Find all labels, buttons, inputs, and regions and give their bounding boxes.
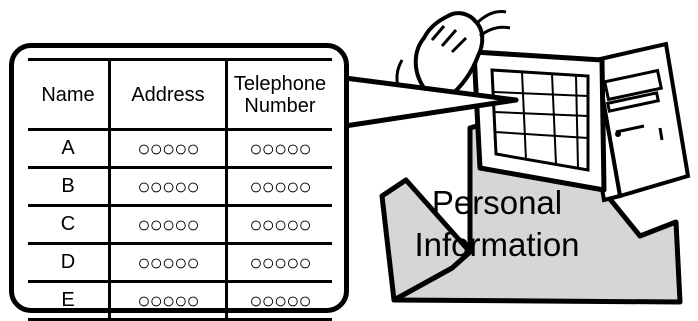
header-telephone: Telephone Number [227,60,333,130]
computer-monitor-icon [474,52,604,190]
arrow-label: Personal Information [402,182,592,266]
cell-name: D [28,244,110,282]
cell-address: ○○○○○ [110,168,227,206]
table-row: D ○○○○○ ○○○○○ [28,244,332,282]
cell-name: C [28,206,110,244]
table-row: E ○○○○○ ○○○○○ [28,282,332,320]
arrow-label-line1: Personal [402,182,592,224]
cell-name: E [28,282,110,320]
personal-info-table: Name Address Telephone Number A ○○○○○ ○○… [28,58,332,321]
cell-name: A [28,130,110,168]
cell-address: ○○○○○ [110,206,227,244]
cell-address: ○○○○○ [110,282,227,320]
header-address: Address [110,60,227,130]
arrow-label-line2: Information [402,224,592,266]
cell-name: B [28,168,110,206]
header-telephone-line2: Number [244,95,315,117]
table-row: B ○○○○○ ○○○○○ [28,168,332,206]
cell-telephone: ○○○○○ [227,130,333,168]
header-name: Name [28,60,110,130]
cell-address: ○○○○○ [110,130,227,168]
cell-telephone: ○○○○○ [227,282,333,320]
header-telephone-line1: Telephone [234,73,326,95]
table-header-row: Name Address Telephone Number [28,60,332,130]
cell-telephone: ○○○○○ [227,168,333,206]
cell-telephone: ○○○○○ [227,244,333,282]
cell-address: ○○○○○ [110,244,227,282]
table-row: A ○○○○○ ○○○○○ [28,130,332,168]
table-row: C ○○○○○ ○○○○○ [28,206,332,244]
cell-telephone: ○○○○○ [227,206,333,244]
